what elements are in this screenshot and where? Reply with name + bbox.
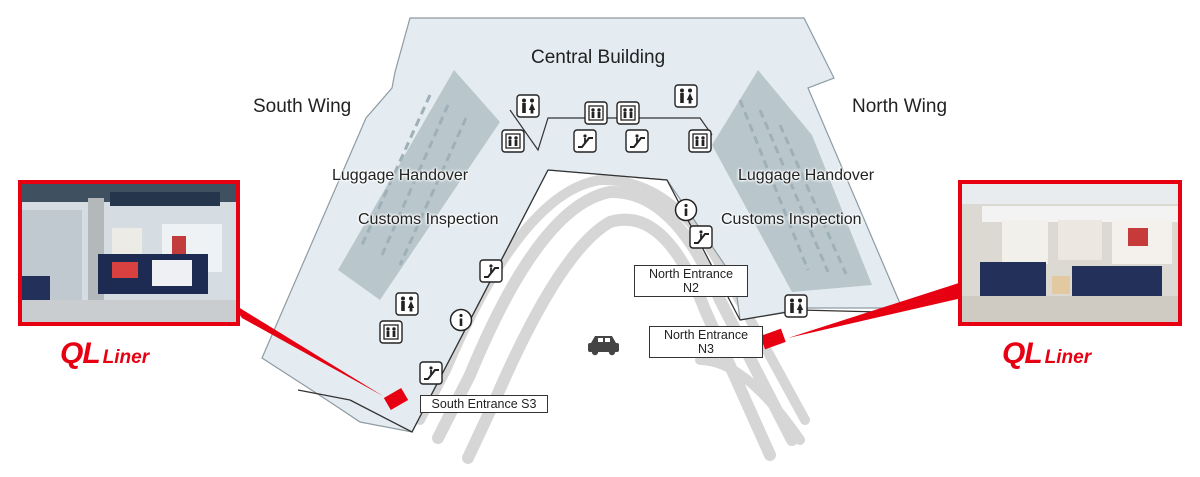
south-lower-wall [297, 389, 351, 401]
restroom-icon [674, 84, 698, 108]
ql-counter-north-marker [760, 328, 786, 350]
elevator-icon [584, 101, 608, 125]
elevator-icon [616, 101, 640, 125]
counter-photo-north-image [962, 184, 1178, 322]
customs-inspection-label-south: Customs Inspection [358, 211, 499, 228]
restroom-icon [784, 294, 808, 318]
callout-north [788, 282, 962, 338]
customs-inspection-label-north: Customs Inspection [721, 211, 862, 228]
elevator-icon [688, 129, 712, 153]
logo-brand: QL [60, 337, 101, 370]
information-icon [674, 198, 698, 222]
car-icon [588, 336, 619, 356]
luggage-handover-label-north: Luggage Handover [738, 167, 875, 184]
logo-word: Liner [1044, 347, 1092, 368]
south-wing-label: South Wing [253, 96, 352, 117]
ql-counter-photo-north [958, 180, 1182, 326]
escalator-icon [479, 259, 503, 283]
escalator-icon [573, 129, 597, 153]
north-hall [712, 70, 872, 292]
escalator-icon [689, 225, 713, 249]
escalator-icon [419, 361, 443, 385]
south-inner-wall [349, 169, 549, 433]
north-entrance-n3-label: North Entrance N3 [649, 326, 763, 358]
counter-photo-south-image [22, 184, 236, 322]
south-hall [338, 70, 500, 300]
central-building-label: Central Building [531, 47, 666, 68]
ql-counter-south-marker [383, 387, 409, 411]
restroom-icon [516, 94, 540, 118]
north-wing-label: North Wing [852, 96, 948, 117]
luggage-handover-label-south: Luggage Handover [332, 167, 469, 184]
logo-word: Liner [102, 347, 150, 368]
escalator-icon [625, 129, 649, 153]
north-entrance-n2-label: North Entrance N2 [634, 265, 748, 297]
callout-south [230, 302, 383, 396]
elevator-icon [501, 129, 525, 153]
central-inner-wall [509, 109, 713, 152]
restroom-icon [395, 292, 419, 316]
hall-stripes [360, 94, 848, 275]
south-entrance-s3-label: South Entrance S3 [420, 395, 548, 413]
logo-brand: QL [1002, 337, 1043, 370]
ql-counter-photo-south [18, 180, 240, 326]
information-icon [449, 308, 473, 332]
elevator-icon [379, 320, 403, 344]
